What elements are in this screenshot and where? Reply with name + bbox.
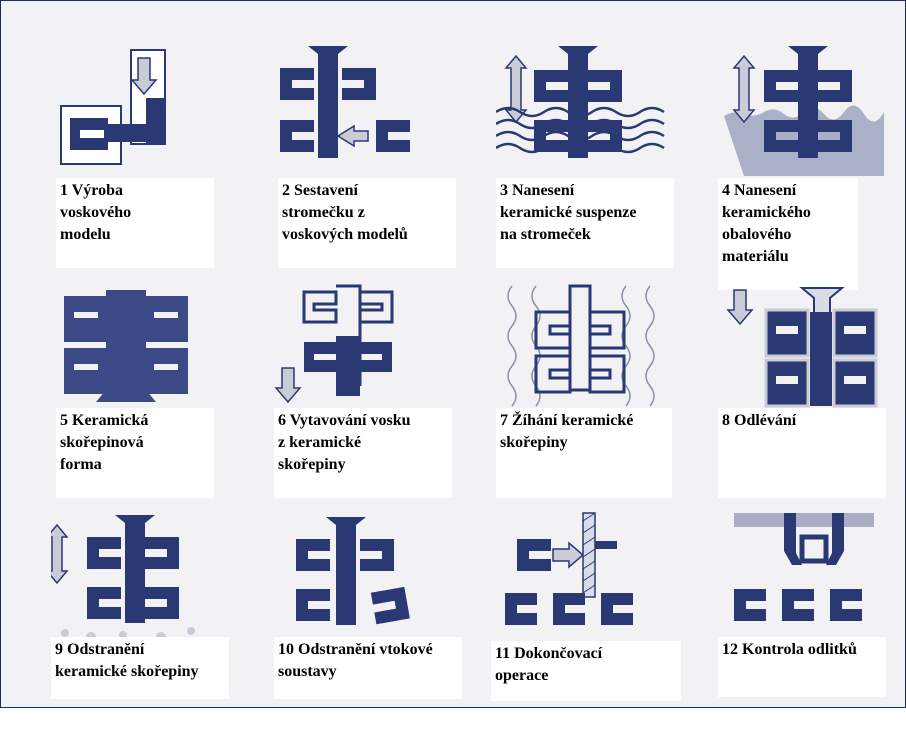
step-6: 6 Vytavování vosku z keramické skořepiny xyxy=(274,276,484,498)
step-number: 10 xyxy=(278,641,294,658)
step-text: Sestavení stromečku z voskových modelů xyxy=(282,182,408,243)
gating-removal-icon xyxy=(274,509,484,659)
slurry-dip-icon xyxy=(496,38,706,188)
inspection-icon xyxy=(718,509,906,659)
step-text: Odlévání xyxy=(734,412,797,429)
step-number: 2 xyxy=(282,182,290,199)
step-text: Nanesení keramické suspenze na stromeček xyxy=(500,182,637,243)
dewaxing-icon xyxy=(274,276,484,426)
step-4: 4 Nanesení keramického obalového materiá… xyxy=(718,38,906,290)
step-caption: 11 Dokončovací operace xyxy=(491,641,681,701)
step-9: 9 Odstranění keramické skořepiny xyxy=(51,509,261,729)
step-caption: 8 Odlévání xyxy=(718,408,886,498)
step-1: 1 Výroba voskového modelu xyxy=(56,38,266,268)
step-7: 7 Žíhání keramické skořepiny xyxy=(496,276,706,498)
diagram-frame: 1 Výroba voskového modelu 2 Sestavení st… xyxy=(0,0,906,708)
step-number: 12 xyxy=(722,641,738,658)
step-11: 11 Dokončovací operace xyxy=(491,509,701,729)
step-2: 2 Sestavení stromečku z voskových modelů xyxy=(278,38,488,268)
step-12: 12 Kontrola odlitků xyxy=(718,509,906,729)
step-text: Vytavování vosku z keramické skořepiny xyxy=(278,412,411,473)
step-number: 11 xyxy=(495,645,511,662)
step-text: Keramická skořepinová forma xyxy=(60,412,149,473)
tree-assembly-icon xyxy=(278,38,488,188)
shell-firing-icon xyxy=(496,276,706,426)
step-caption: 9 Odstranění keramické skořepiny xyxy=(51,637,229,699)
step-caption: 5 Keramická skořepinová forma xyxy=(56,408,214,498)
step-10: 10 Odstranění vtokové soustavy xyxy=(274,509,484,729)
ceramic-shell-icon xyxy=(56,276,266,426)
step-number: 7 xyxy=(500,412,508,429)
step-text: Odstranění keramické skořepiny xyxy=(55,641,199,680)
step-text: Odstranění vtokové soustavy xyxy=(278,641,433,680)
step-text: Dokončovací operace xyxy=(495,645,603,684)
step-3: 3 Nanesení keramické suspenze na stromeč… xyxy=(496,38,706,268)
step-number: 9 xyxy=(55,641,63,658)
step-number: 6 xyxy=(278,412,286,429)
step-number: 1 xyxy=(60,182,68,199)
step-number: 5 xyxy=(60,412,68,429)
step-5: 5 Keramická skořepinová forma xyxy=(56,276,266,498)
step-8: 8 Odlévání xyxy=(718,276,906,498)
step-text: Nanesení keramického obalového materiálu xyxy=(722,182,811,265)
step-caption: 4 Nanesení keramického obalového materiá… xyxy=(718,178,858,290)
pouring-icon xyxy=(718,276,906,426)
finishing-icon xyxy=(491,509,701,659)
step-caption: 3 Nanesení keramické suspenze na stromeč… xyxy=(496,178,674,268)
step-number: 4 xyxy=(722,182,730,199)
step-text: Výroba voskového modelu xyxy=(60,182,132,243)
wax-model-production-icon xyxy=(56,38,266,188)
step-text: Žíhání keramické skořepiny xyxy=(500,412,634,451)
step-caption: 10 Odstranění vtokové soustavy xyxy=(274,637,462,699)
step-caption: 12 Kontrola odlitků xyxy=(718,637,886,697)
step-caption: 7 Žíhání keramické skořepiny xyxy=(496,408,672,498)
step-number: 8 xyxy=(722,412,730,429)
step-caption: 1 Výroba voskového modelu xyxy=(56,178,214,268)
stucco-coating-icon xyxy=(718,38,906,188)
shell-removal-icon xyxy=(51,509,261,659)
step-text: Kontrola odlitků xyxy=(742,641,857,658)
step-caption: 6 Vytavování vosku z keramické skořepiny xyxy=(274,408,452,498)
step-number: 3 xyxy=(500,182,508,199)
step-caption: 2 Sestavení stromečku z voskových modelů xyxy=(278,178,456,268)
